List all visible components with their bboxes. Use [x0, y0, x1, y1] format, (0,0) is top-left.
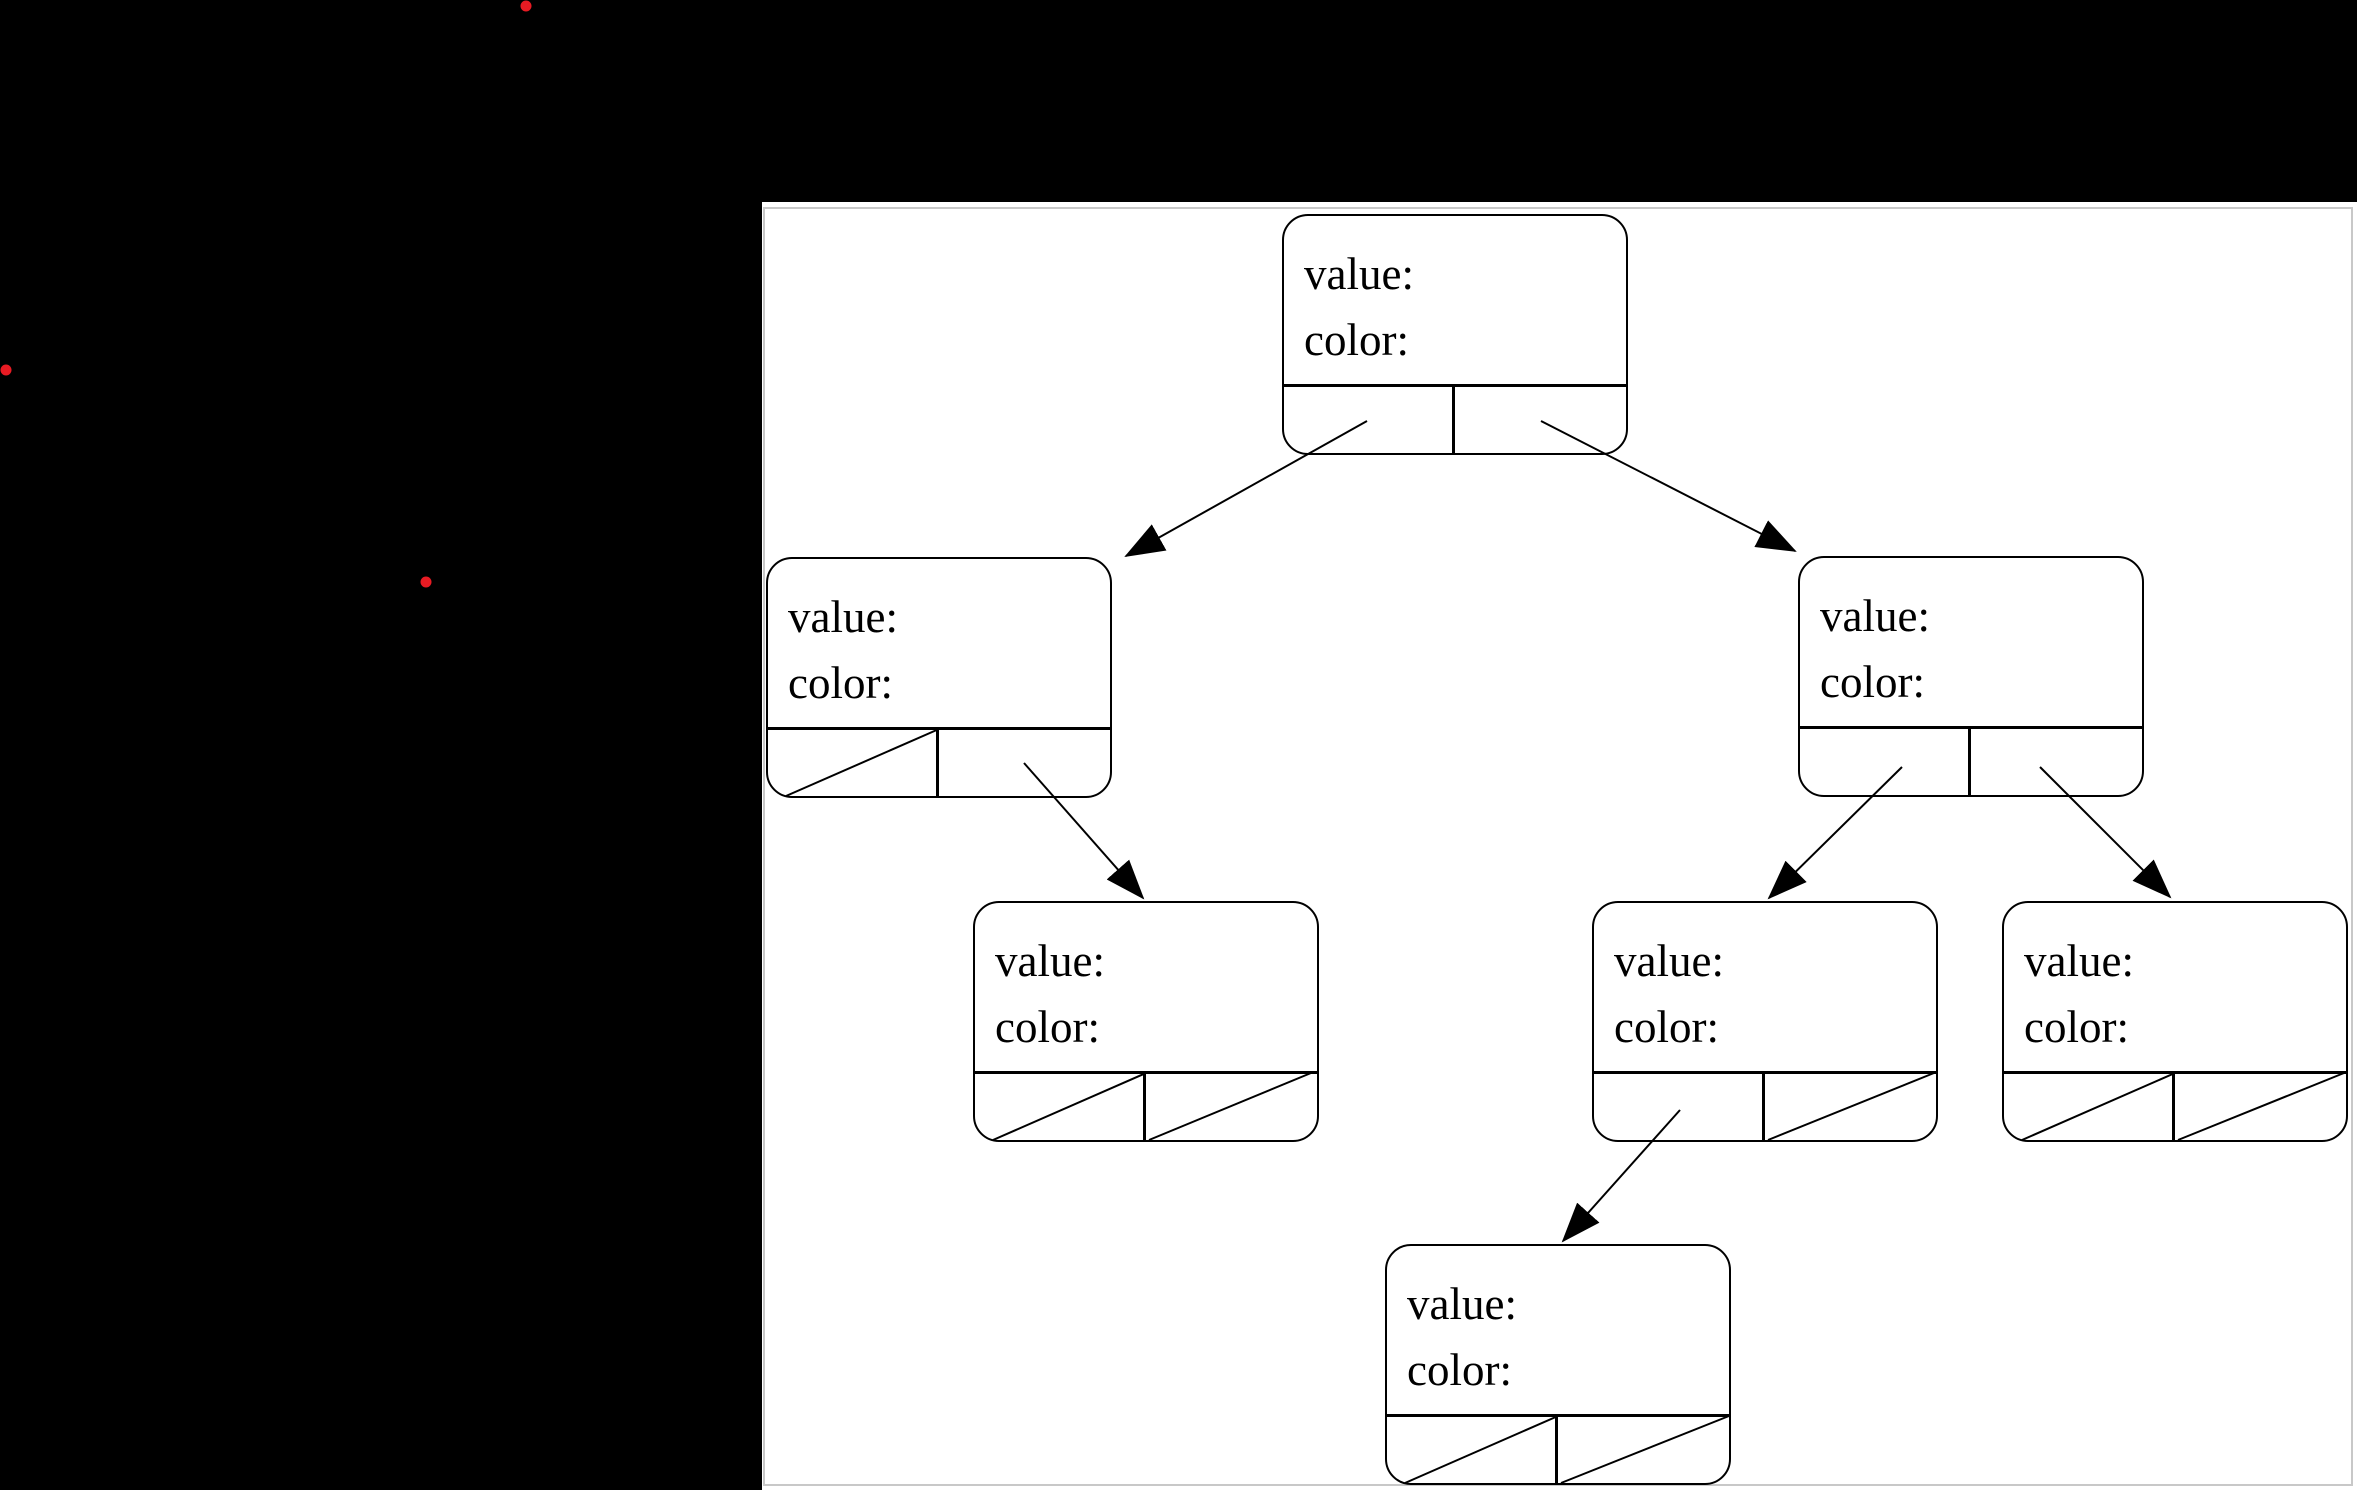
value-label: value:: [1820, 591, 1930, 641]
value-label: value:: [1614, 936, 1724, 986]
pointer-row: [768, 727, 1110, 796]
color-label: color:: [1407, 1345, 1512, 1395]
color-label: color:: [1614, 1002, 1719, 1052]
pointer-row: [1800, 726, 2142, 795]
node-fields: value: color:: [1387, 1246, 1729, 1403]
right-pointer-cell: [1558, 1417, 1729, 1483]
right-pointer-cell: [2175, 1074, 2346, 1140]
node-fields: value: color:: [2004, 903, 2346, 1060]
red-dot-marker: [420, 576, 432, 588]
left-pointer-cell: [1284, 387, 1455, 453]
pointer-row: [1387, 1414, 1729, 1483]
left-pointer-cell: [2004, 1074, 2175, 1140]
pointer-row: [975, 1071, 1317, 1140]
tree-node-right-child: value: color:: [1798, 556, 2144, 797]
color-label: color:: [788, 658, 893, 708]
node-fields: value: color:: [1284, 216, 1626, 373]
left-pointer-cell: [1387, 1417, 1558, 1483]
left-pointer-cell: [975, 1074, 1146, 1140]
right-pointer-cell: [1971, 729, 2142, 795]
node-fields: value: color:: [975, 903, 1317, 1060]
pointer-row: [1594, 1071, 1936, 1140]
value-label: value:: [1407, 1279, 1517, 1329]
left-pointer-cell: [1800, 729, 1971, 795]
right-pointer-cell: [939, 730, 1110, 796]
color-label: color:: [995, 1002, 1100, 1052]
left-pointer-cell: [1594, 1074, 1765, 1140]
left-pointer-cell: [768, 730, 939, 796]
pointer-row: [2004, 1071, 2346, 1140]
node-fields: value: color:: [1594, 903, 1936, 1060]
color-label: color:: [1820, 657, 1925, 707]
tree-node-root: value: color:: [1282, 214, 1628, 455]
value-label: value:: [2024, 936, 2134, 986]
right-pointer-cell: [1765, 1074, 1936, 1140]
right-pointer-cell: [1455, 387, 1626, 453]
node-fields: value: color:: [768, 559, 1110, 716]
tree-node-right-left-left: value: color:: [1385, 1244, 1731, 1485]
node-fields: value: color:: [1800, 558, 2142, 715]
tree-node-left-right-grandchild: value: color:: [973, 901, 1319, 1142]
right-pointer-cell: [1146, 1074, 1317, 1140]
tree-node-right-right-grandchild: value: color:: [2002, 901, 2348, 1142]
color-label: color:: [1304, 315, 1409, 365]
value-label: value:: [1304, 249, 1414, 299]
tree-node-right-left-grandchild: value: color:: [1592, 901, 1938, 1142]
pointer-row: [1284, 384, 1626, 453]
color-label: color:: [2024, 1002, 2129, 1052]
red-dot-marker: [520, 0, 532, 12]
red-dot-marker: [0, 364, 12, 376]
value-label: value:: [995, 936, 1105, 986]
tree-node-left-child: value: color:: [766, 557, 1112, 798]
value-label: value:: [788, 592, 898, 642]
